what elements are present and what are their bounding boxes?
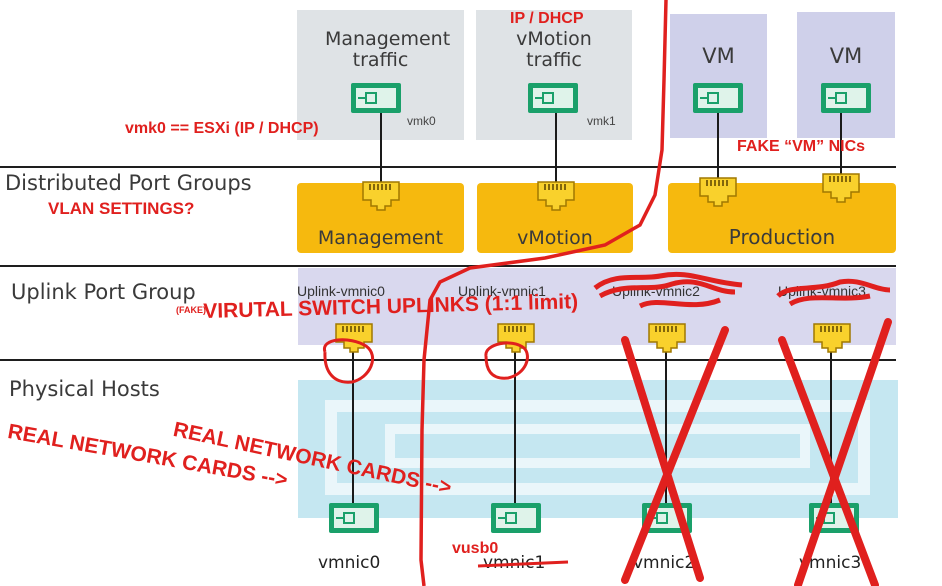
uplink2-scribble-icon [593,271,743,309]
host-chassis-slot [385,424,810,468]
ethernet-port-icon [699,177,737,207]
uplink-port-group-band [298,268,896,345]
port-group-management-label: Management [317,227,444,249]
separator-physical [0,359,896,361]
ethernet-port-icon [362,181,400,211]
network-card-icon [329,503,379,533]
ethernet-port-icon [497,323,535,353]
uplink0-circle-icon [323,338,374,384]
vmk0-label: vmk0 [407,114,436,128]
vm-box-2: VM [797,12,895,138]
vmnic-label-2: vmnic2 [633,553,696,573]
physical-hosts-label: Physical Hosts [9,377,160,401]
network-card-icon [528,83,578,113]
wire-vmk0-mgmt [380,112,382,184]
annotation-fake-vm-nics: FAKE “VM” NICs [737,138,866,155]
port-group-production-label: Production [728,225,836,249]
ethernet-port-icon [822,173,860,203]
uplink1-circle-icon [484,341,529,380]
network-card-icon [491,503,541,533]
network-card-icon [351,83,401,113]
vm-title-1: VM [702,44,735,68]
port-group-vmotion: vMotion [477,183,633,253]
annotation-vmk0-esxi: vmk0 == ESXi (IP / DHCP) [125,120,319,137]
annotation-fake: (FAKE) [176,305,206,315]
management-traffic-title: Management traffic [325,28,451,71]
port-group-vmotion-label: vMotion [517,227,593,249]
vmk1-label: vmk1 [587,114,616,128]
wire-uplink2-vmnic2 [665,350,667,505]
wire-vm2-production [840,112,842,180]
annotation-vlan-settings: VLAN SETTINGS? [48,199,195,218]
vmnic1-strikethrough-line [477,560,569,568]
ethernet-port-icon [335,323,373,353]
network-card-icon [821,83,871,113]
vmotion-traffic-box: vMotion traffic vmk1 [476,10,632,140]
cross-mark-icon [621,318,892,586]
uplink-label-0: Uplink-vmnic0 [297,283,385,299]
ethernet-port-icon [813,323,851,353]
vmnic-label-3: vmnic3 [799,553,862,573]
wire-uplink3-vmnic3 [830,350,832,505]
wire-vmk1-vmotion [555,112,557,184]
separator-distributed [0,166,896,168]
annotation-ip-dhcp: IP / DHCP [510,10,584,27]
vm-box-1: VM [670,14,767,138]
uplink-port-group-label: Uplink Port Group [11,280,196,304]
vm-title-2: VM [829,44,863,68]
wire-uplink0-vmnic0 [352,350,354,505]
ethernet-port-icon [648,323,686,353]
annotation-divider-line [419,0,668,586]
network-card-icon [693,83,743,113]
host-chassis-window [325,400,870,495]
annotation-vusb0: vusb0 [452,540,499,557]
vmotion-traffic-title: vMotion traffic [516,28,592,71]
vmnic-label-0: vmnic0 [318,553,381,573]
uplink-label-1: Uplink-vmnic1 [458,283,546,299]
separator-uplink [0,265,896,267]
wire-uplink1-vmnic1 [514,350,516,505]
uplink3-scribble-icon [776,278,891,307]
wire-vm1-production [717,112,719,182]
ethernet-port-icon [537,181,575,211]
distributed-port-groups-label: Distributed Port Groups [5,171,252,195]
